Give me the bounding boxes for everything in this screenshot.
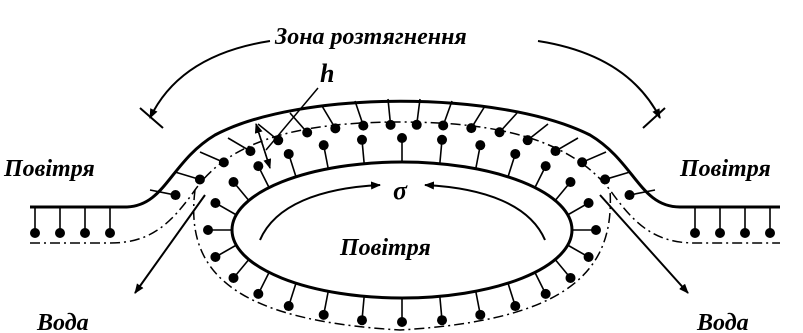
tension-zone-arc-right <box>538 41 660 118</box>
molecule-head <box>245 146 255 156</box>
molecule-head <box>386 120 396 130</box>
molecule-head <box>765 228 775 238</box>
molecule-head <box>397 133 407 143</box>
molecule-head <box>437 315 447 325</box>
molecule-head <box>203 225 213 235</box>
molecule-head <box>319 140 329 150</box>
molecule-head <box>412 120 422 130</box>
molecule-head <box>171 190 181 200</box>
molecule-head <box>584 252 594 262</box>
molecule-head <box>55 228 65 238</box>
molecule-head <box>302 128 312 138</box>
surface-tension-label: σ <box>393 176 408 205</box>
molecule-head <box>229 273 239 283</box>
molecule-head <box>577 157 587 167</box>
molecule-head <box>523 135 533 145</box>
water-outflow-arrow-right <box>600 195 688 293</box>
air-label-left: Повітря <box>3 156 95 182</box>
molecule-head <box>105 228 115 238</box>
molecule-head <box>284 301 294 311</box>
molecule-head <box>284 149 294 159</box>
molecule-head <box>565 177 575 187</box>
molecule-head <box>358 121 368 131</box>
molecule-head <box>565 273 575 283</box>
air-label-right: Повітря <box>679 156 771 182</box>
molecule-head <box>551 146 561 156</box>
molecule-head <box>210 198 220 208</box>
tension-zone-arc-left <box>150 41 270 118</box>
molecule-head <box>466 123 476 133</box>
molecule-head <box>330 123 340 133</box>
molecule-head <box>80 228 90 238</box>
molecule-head <box>740 228 750 238</box>
tension-zone-tick-right <box>643 108 665 128</box>
water-outflow-arrow-left <box>135 195 205 293</box>
molecule-head <box>624 190 634 200</box>
molecule-head <box>210 252 220 262</box>
molecule-head <box>229 177 239 187</box>
molecule-head <box>30 228 40 238</box>
molecule-head <box>357 135 367 145</box>
film-thickness-label: h <box>320 59 334 88</box>
molecule-head <box>195 174 205 184</box>
molecule-head <box>541 289 551 299</box>
molecule-head <box>690 228 700 238</box>
molecule-head <box>319 310 329 320</box>
molecule-head <box>437 135 447 145</box>
molecule-head <box>253 161 263 171</box>
molecule-head <box>510 149 520 159</box>
water-label-right: Вода <box>696 310 749 333</box>
molecule-head <box>438 120 448 130</box>
molecule-head <box>475 310 485 320</box>
water-label-left: Вода <box>36 310 89 333</box>
molecule-head <box>584 198 594 208</box>
tension-zone-tick-left <box>140 108 163 128</box>
molecule-head <box>715 228 725 238</box>
molecule-head <box>495 127 505 137</box>
air-label-inside: Повітря <box>339 235 431 261</box>
molecule-head <box>591 225 601 235</box>
molecule-head <box>357 315 367 325</box>
molecule-head <box>510 301 520 311</box>
molecule-head <box>600 174 610 184</box>
tension-zone-label: Зона розтягнення <box>274 24 467 50</box>
molecule-head <box>397 317 407 327</box>
molecule-head <box>253 289 263 299</box>
molecule-head <box>475 140 485 150</box>
molecule-head <box>273 135 283 145</box>
molecule-head <box>219 157 229 167</box>
molecule-head <box>541 161 551 171</box>
